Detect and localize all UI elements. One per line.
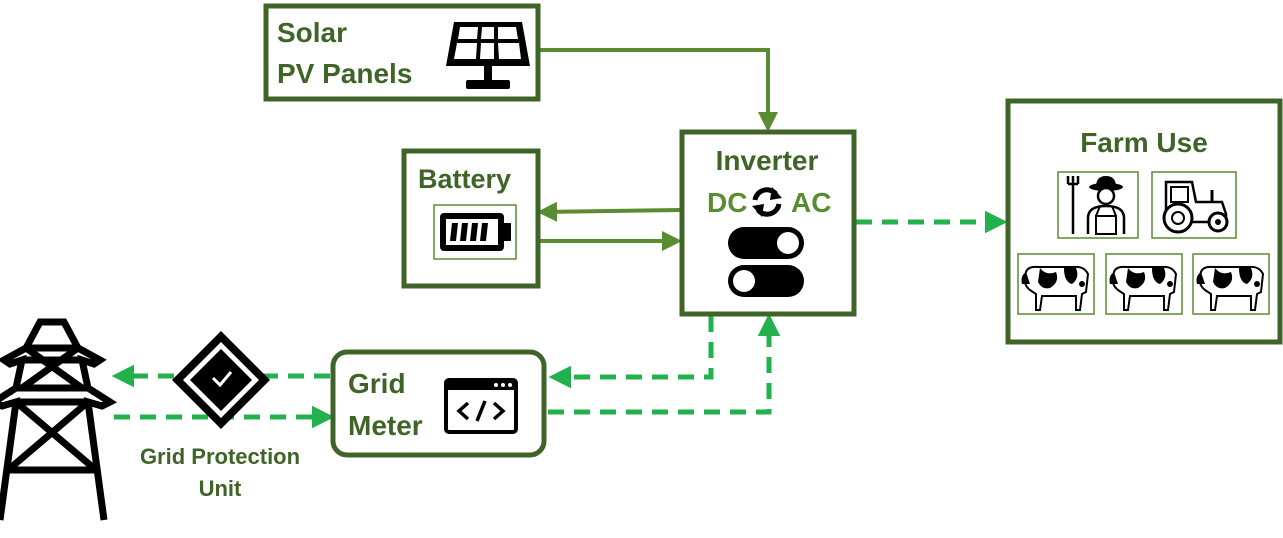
cow-icon xyxy=(1105,253,1183,315)
solar-to-inverter-arrow xyxy=(540,48,778,132)
solar-label-line1: Solar xyxy=(277,17,347,48)
inverter-ac-label: AC xyxy=(791,187,831,218)
cow-icon xyxy=(1017,253,1095,315)
protection-label-line1: Grid Protection xyxy=(140,444,300,469)
battery-label: Battery xyxy=(418,164,511,194)
inverter-title: Inverter xyxy=(716,145,819,176)
meter-label-line2: Meter xyxy=(348,410,423,441)
inverter-to-meter-arrow xyxy=(548,316,714,389)
farm-title: Farm Use xyxy=(1080,127,1208,158)
farmer-icon xyxy=(1057,171,1139,239)
cow-icon xyxy=(1192,253,1270,315)
inverter-dc-label: DC xyxy=(707,187,747,218)
protection-label-line2: Unit xyxy=(199,476,242,501)
meter-code-icon xyxy=(444,378,518,434)
solar-panel-icon xyxy=(446,22,530,89)
solar-label-line2: PV Panels xyxy=(277,58,412,89)
inverter-node: Inverter DC AC xyxy=(679,129,857,317)
meter-label-line1: Grid xyxy=(348,368,406,399)
meter-node: Grid Meter xyxy=(330,349,547,458)
solar-node: Solar PV Panels xyxy=(263,3,541,102)
shield-check-icon xyxy=(172,331,270,429)
inverter-to-battery-arrow xyxy=(537,201,681,222)
farm-node: Farm Use xyxy=(1005,98,1283,345)
transmission-tower-icon xyxy=(0,318,118,521)
refresh-icon xyxy=(752,187,782,217)
toggle-switch-icon xyxy=(728,227,804,297)
battery-icon xyxy=(433,204,517,260)
protection-node: Grid Protection Unit xyxy=(140,331,300,501)
battery-node: Battery xyxy=(401,148,541,289)
tractor-icon xyxy=(1151,171,1237,239)
meter-to-inverter-arrow xyxy=(548,313,781,415)
